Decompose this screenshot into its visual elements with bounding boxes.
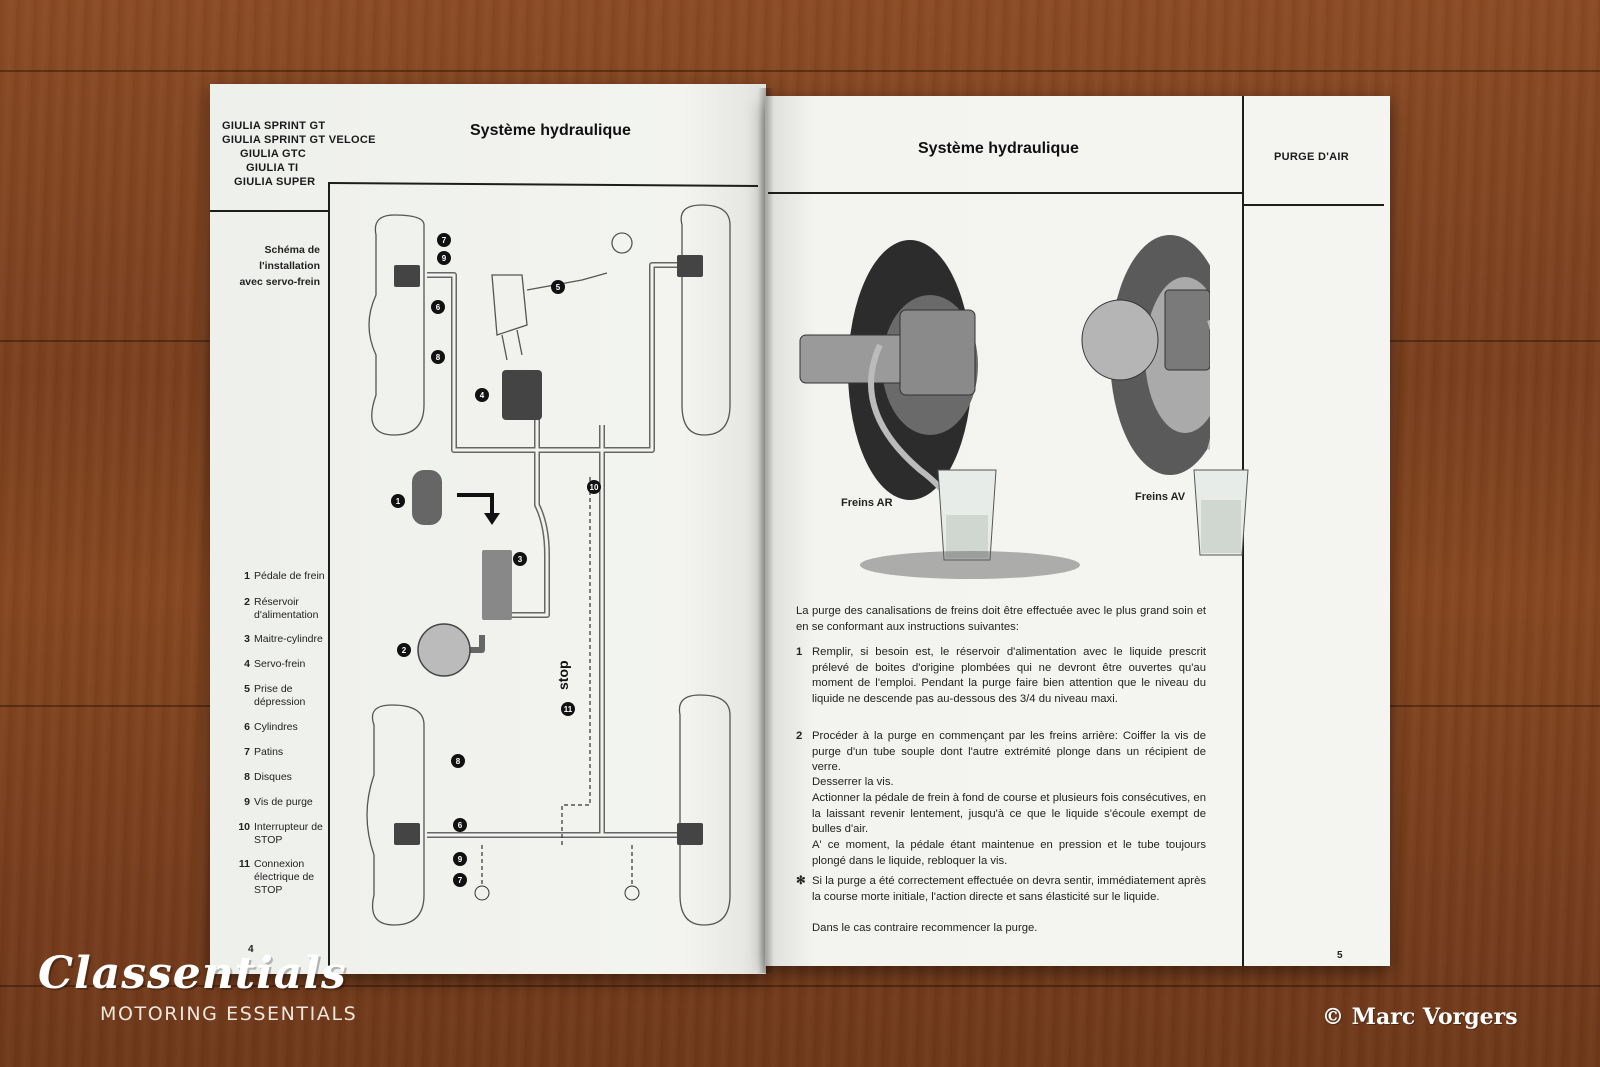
brand-tagline: MOTORING ESSENTIALS [100,1003,358,1025]
svg-text:2: 2 [402,646,407,655]
wood-plank-seam [0,985,1600,987]
intro-paragraph: La purge des canalisations de freins doi… [796,605,1206,633]
vacuum-puff [611,232,633,254]
callout-4 [475,388,489,402]
diagram-heading-line: Schéma de [264,244,320,256]
svg-text:11: 11 [564,705,573,714]
wood-plank-seam [0,70,1600,72]
instruction-step: 1 Remplir, si besoin est, le réservoir d… [796,646,1206,705]
svg-text:7: 7 [458,876,463,885]
instruction-line: Actionner la pédale de frein à fond de c… [812,792,1206,835]
front-caliper [1164,289,1210,371]
diagram-heading-line: l'installation [259,260,320,272]
svg-text:6: 6 [436,303,441,312]
page-title: Système hydraulique [918,140,1079,157]
wheel-outline [368,214,425,436]
svg-text:4: 4 [480,391,485,400]
brand-logo: Classentials [38,948,347,999]
asterisk-icon: ✻ [796,875,806,887]
note-paragraph: ✻ Si la purge a été correctement effectu… [796,875,1206,903]
model-name: GIULIA TI [246,162,299,174]
svg-text:8: 8 [436,353,441,362]
callout-5 [551,280,565,294]
stop-lamp-icon [624,885,640,901]
callout-8 [431,350,445,364]
engine-sketch [491,274,528,361]
svg-text:6: 6 [458,821,463,830]
stop-lamp-icon [474,885,490,901]
model-name: GIULIA SPRINT GT [222,120,326,132]
instruction-line: A' ce moment, la pédale étant maintenue … [812,839,1206,867]
diagram-heading-line: avec servo-frein [239,276,320,288]
fluid-reservoir [417,623,471,677]
svg-text:7: 7 [442,236,447,245]
front-hub [1081,299,1159,381]
callout-8 [451,754,465,768]
model-name: GIULIA SUPER [234,176,316,188]
callout-7 [453,873,467,887]
left-page [210,84,766,974]
svg-text:3: 3 [518,555,523,564]
header-rule [210,210,328,212]
brake-line [632,262,677,453]
svg-text:1: 1 [396,497,401,506]
rear-caliper [899,309,976,396]
stop-label: stop [555,660,571,690]
model-name: GIULIA SPRINT GT VELOCE [222,134,376,146]
callout-9 [453,852,467,866]
instruction-step: 2 Procéder à la purge en commençant par … [796,730,1206,773]
action-arrow-head [484,513,500,525]
header-rule [768,192,1242,194]
caliper-block [677,255,703,277]
note-last-line: Dans le cas contraire recommencer la pur… [812,922,1038,934]
caliper-block [394,265,420,287]
svg-text:8: 8 [456,757,461,766]
callout-1 [391,494,405,508]
brake-system-diagram: stop 7 9 6 8 5 4 1 3 2 10 11 8 6 9 7 [366,204,731,926]
callout-3 [513,552,527,566]
wheel-outline [366,704,425,926]
model-name: GIULIA GTC [240,148,307,160]
svg-text:10: 10 [590,483,599,492]
column-divider [328,182,330,970]
callout-11 [561,702,575,716]
callout-9 [437,251,451,265]
servo-brake [502,370,542,420]
action-arrow [457,493,494,515]
page-number: 5 [1337,950,1343,961]
book-gutter [758,88,774,973]
brake-illustrations [799,235,1210,579]
brake-pedal [412,470,442,525]
page-title: Système hydraulique [470,122,631,139]
rear-axle [799,334,911,384]
caliper-block [677,823,703,845]
section-label: PURGE D'AIR [1274,151,1349,163]
caliper-block [394,823,420,845]
brake-line [427,272,632,453]
front-glass-illustration [1193,469,1249,556]
svg-text:9: 9 [442,254,447,263]
svg-text:5: 5 [556,283,561,292]
right-page [765,96,1390,966]
caption-rear-brakes: Freins AR [841,497,893,509]
diagram-heading: Schéma de l'installation avec servo-frei… [210,242,320,290]
wheel-outline [680,204,731,436]
intake-pipe [526,272,608,291]
callout-6 [453,818,467,832]
callout-7 [437,233,451,247]
page-number: 4 [248,944,254,955]
callout-6 [431,300,445,314]
header-rule [1244,204,1384,206]
instruction-line: Desserrer la vis. [812,776,894,788]
lamp-wire [481,845,633,885]
copyright-notice: © Marc Vorgers [1322,1004,1518,1030]
master-cylinder [482,550,512,620]
caption-front-brakes: Freins AV [1135,491,1186,503]
wheel-outline [678,694,731,926]
svg-text:9: 9 [458,855,463,864]
stop-wire [561,477,591,845]
callout-10 [587,480,601,494]
callout-2 [397,643,411,657]
